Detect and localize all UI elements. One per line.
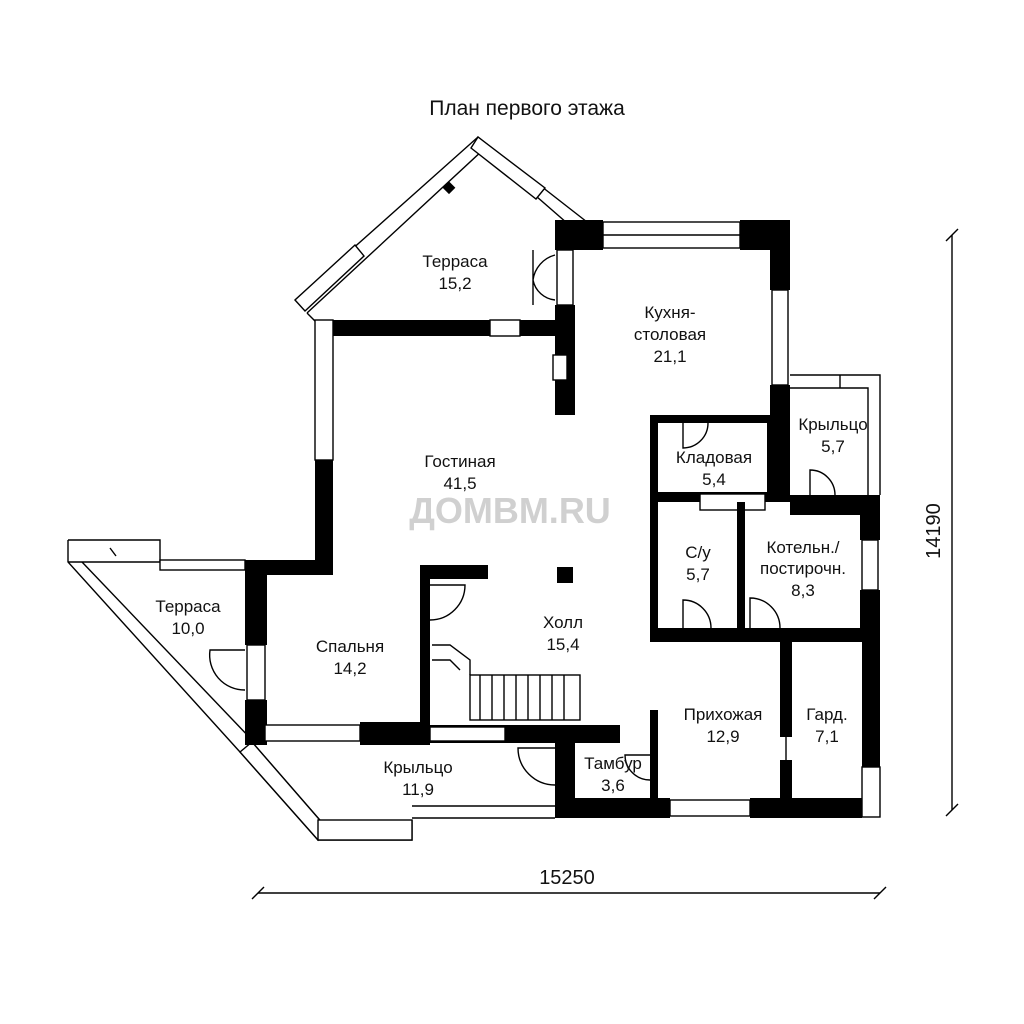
room-terrace-left: Терраса 10,0 [155, 597, 221, 638]
room-area: 21,1 [653, 347, 686, 366]
room-kitchen: Кухня- столовая 21,1 [634, 303, 706, 366]
room-name: Крыльцо [798, 415, 867, 434]
room-area: 14,2 [333, 659, 366, 678]
room-name-line1: Котельн./ [766, 538, 839, 557]
room-living: Гостиная 41,5 [424, 452, 495, 493]
terrace-left-outline [67, 539, 253, 753]
dimension-width: 15250 [251, 867, 887, 900]
terrace-top-outline [294, 135, 588, 323]
room-area: 5,4 [702, 470, 726, 489]
room-name: Терраса [155, 597, 221, 616]
room-area: 8,3 [791, 581, 815, 600]
watermark-text: ДОМBM.RU [409, 490, 611, 531]
walls [159, 220, 881, 818]
doors [208, 250, 836, 786]
room-terrace-top: Терраса 15,2 [422, 252, 488, 293]
room-area: 5,7 [821, 437, 845, 456]
room-bath: С/у 5,7 [685, 543, 711, 584]
stairs [432, 644, 581, 721]
room-entry: Прихожая 12,9 [684, 705, 763, 746]
room-name: Кладовая [676, 448, 752, 467]
room-name: Крыльцо [383, 758, 452, 777]
porch-right-outline [790, 374, 881, 495]
room-area: 3,6 [601, 776, 625, 795]
room-area: 15,4 [546, 635, 579, 654]
room-area: 41,5 [443, 474, 476, 493]
dimension-height-label: 14190 [923, 503, 945, 559]
room-name: Тамбур [584, 754, 642, 773]
room-name: Гард. [806, 705, 847, 724]
room-name: Терраса [422, 252, 488, 271]
dimension-height: 14190 [923, 228, 959, 817]
room-area: 12,9 [706, 727, 739, 746]
room-hall: Холл 15,4 [543, 613, 583, 654]
porch-bottom-outline [238, 741, 555, 842]
room-name-line1: Кухня- [644, 303, 695, 322]
room-area: 7,1 [815, 727, 839, 746]
room-porch-right: Крыльцо 5,7 [798, 415, 867, 456]
dimension-width-label: 15250 [539, 867, 595, 889]
room-area: 5,7 [686, 565, 710, 584]
room-pantry: Кладовая 5,4 [676, 448, 752, 489]
room-area: 10,0 [171, 619, 204, 638]
room-vestibule: Тамбур 3,6 [584, 754, 642, 795]
room-name: Гостиная [424, 452, 495, 471]
appliance [552, 354, 568, 381]
room-boiler: Котельн./ постирочн. 8,3 [760, 538, 846, 600]
room-name: С/у [685, 543, 711, 562]
room-name-line2: столовая [634, 325, 706, 344]
room-porch-bottom: Крыльцо 11,9 [383, 758, 452, 799]
room-area: 15,2 [438, 274, 471, 293]
room-area: 11,9 [402, 780, 434, 799]
room-name: Спальня [316, 637, 384, 656]
room-name-line2: постирочн. [760, 559, 846, 578]
room-name: Холл [543, 613, 583, 632]
plan-title: План первого этажа [429, 97, 625, 120]
room-wardrobe: Гард. 7,1 [806, 705, 847, 746]
room-name: Прихожая [684, 705, 763, 724]
room-bedroom: Спальня 14,2 [316, 637, 384, 678]
